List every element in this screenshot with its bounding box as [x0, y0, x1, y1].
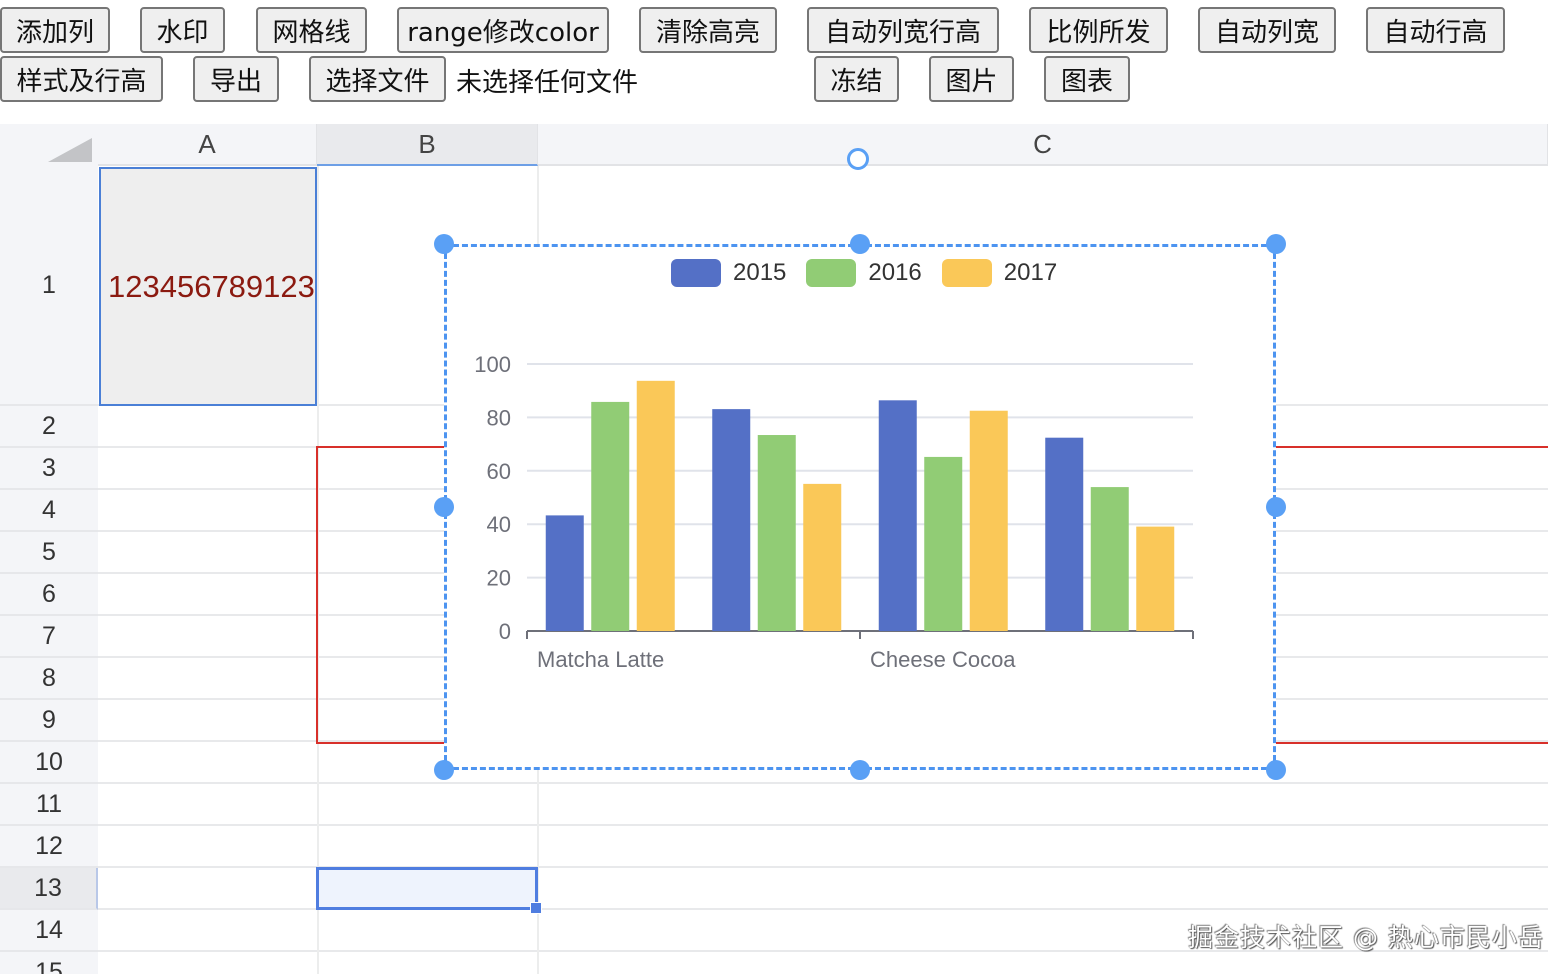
select-all-corner[interactable]	[0, 124, 98, 168]
bar-2015-matcha-latte[interactable]	[545, 515, 584, 631]
bar-2016-milk-tea[interactable]	[757, 435, 796, 631]
resize-handle[interactable]	[434, 234, 454, 254]
auto-row-height-button[interactable]: 自动行高	[1366, 7, 1505, 53]
choose-file-button[interactable]: 选择文件	[309, 56, 446, 102]
row-header-11[interactable]: 11	[0, 784, 98, 826]
y-tick-label: 100	[474, 352, 511, 377]
corner-triangle-icon	[48, 138, 92, 162]
resize-handle[interactable]	[850, 234, 870, 254]
bar-2015-milk-tea[interactable]	[712, 409, 751, 631]
legend-swatch-icon	[941, 259, 992, 287]
row-header-1[interactable]: 1	[0, 166, 98, 406]
bar-2016-matcha-latte[interactable]	[591, 401, 630, 631]
bar-2017-cheese-cocoa[interactable]	[969, 410, 1008, 631]
bar-2017-matcha-latte[interactable]	[636, 380, 675, 631]
y-tick-label: 20	[487, 566, 511, 591]
row-header-6[interactable]: 6	[0, 574, 98, 616]
proportional-button[interactable]: 比例所发	[1029, 7, 1168, 53]
row-gridline	[98, 908, 1548, 910]
export-button[interactable]: 导出	[193, 56, 279, 102]
watermark-text: 掘金技术社区 @ 热心市民小岳	[1188, 923, 1544, 952]
row-header-14[interactable]: 14	[0, 910, 98, 952]
column-header-c[interactable]: C	[538, 124, 1548, 166]
bar-2017-milk-tea[interactable]	[803, 483, 842, 631]
x-category-label: Matcha Latte	[537, 647, 664, 672]
row-header-3[interactable]: 3	[0, 448, 98, 490]
resize-handle[interactable]	[434, 760, 454, 780]
auto-col-width-row-height-button[interactable]: 自动列宽行高	[807, 7, 999, 53]
bar-2016-walnut-brownie[interactable]	[1090, 487, 1129, 631]
auto-col-width-button[interactable]: 自动列宽	[1198, 7, 1336, 53]
y-tick-label: 60	[487, 459, 511, 484]
row-header-10[interactable]: 10	[0, 742, 98, 784]
legend-swatch-icon	[806, 259, 857, 287]
row-header-12[interactable]: 12	[0, 826, 98, 868]
row-header-7[interactable]: 7	[0, 616, 98, 658]
resize-handle[interactable]	[1266, 760, 1286, 780]
row-header-5[interactable]: 5	[0, 532, 98, 574]
resize-handle[interactable]	[850, 760, 870, 780]
style-row-height-button[interactable]: 样式及行高	[0, 56, 163, 102]
resize-handle[interactable]	[434, 497, 454, 517]
legend-label: 2017	[1003, 259, 1058, 286]
column-gridline	[317, 166, 319, 974]
row-gridline	[98, 824, 1548, 826]
legend-item-2017[interactable]: 2017	[941, 259, 1058, 287]
legend-item-2016[interactable]: 2016	[806, 259, 922, 287]
add-column-button[interactable]: 添加列	[0, 7, 110, 53]
gridlines-button[interactable]: 网格线	[256, 7, 367, 53]
column-header-a[interactable]: A	[98, 124, 317, 166]
legend-label: 2015	[733, 259, 787, 286]
watermark-button[interactable]: 水印	[140, 7, 225, 53]
row-header-13[interactable]: 13	[0, 868, 98, 910]
resize-handle[interactable]	[1266, 234, 1286, 254]
row-gridline	[98, 782, 1548, 784]
legend-swatch-icon	[671, 259, 721, 287]
resize-handle[interactable]	[1266, 497, 1286, 517]
bar-2017-walnut-brownie[interactable]	[1136, 526, 1175, 631]
fill-handle[interactable]	[530, 902, 542, 914]
x-category-label: Cheese Cocoa	[870, 647, 1016, 672]
row-header-4[interactable]: 4	[0, 490, 98, 532]
row-header-9[interactable]: 9	[0, 700, 98, 742]
bar-2015-cheese-cocoa[interactable]	[878, 400, 917, 631]
row-header-15[interactable]: 15	[0, 952, 98, 974]
clear-highlight-button[interactable]: 清除高亮	[639, 7, 777, 53]
y-tick-label: 0	[499, 619, 511, 644]
selected-cell-b13[interactable]	[316, 867, 538, 910]
range-color-button[interactable]: range修改color	[397, 7, 609, 53]
row-header-2[interactable]: 2	[0, 406, 98, 448]
cell-a1[interactable]: 1234567891234	[99, 167, 317, 406]
chart-legend: 2015 2016 2017	[671, 259, 1077, 287]
row-gridline	[98, 866, 1548, 868]
bar-2015-walnut-brownie[interactable]	[1045, 437, 1084, 631]
chart-button[interactable]: 图表	[1044, 56, 1130, 102]
rotate-handle[interactable]	[847, 148, 869, 170]
y-tick-label: 40	[487, 512, 511, 537]
cell-a1-value: 1234567891234	[108, 268, 317, 304]
image-button[interactable]: 图片	[929, 56, 1014, 102]
legend-item-2015[interactable]: 2015	[671, 259, 786, 287]
row-gridline	[98, 950, 1548, 952]
file-status-text: 未选择任何文件	[456, 68, 639, 98]
bar-2016-cheese-cocoa[interactable]	[924, 456, 963, 631]
y-tick-label: 80	[487, 405, 511, 430]
row-header-8[interactable]: 8	[0, 658, 98, 700]
legend-label: 2016	[868, 259, 922, 286]
freeze-button[interactable]: 冻结	[814, 56, 899, 102]
column-header-b[interactable]: B	[317, 124, 538, 166]
